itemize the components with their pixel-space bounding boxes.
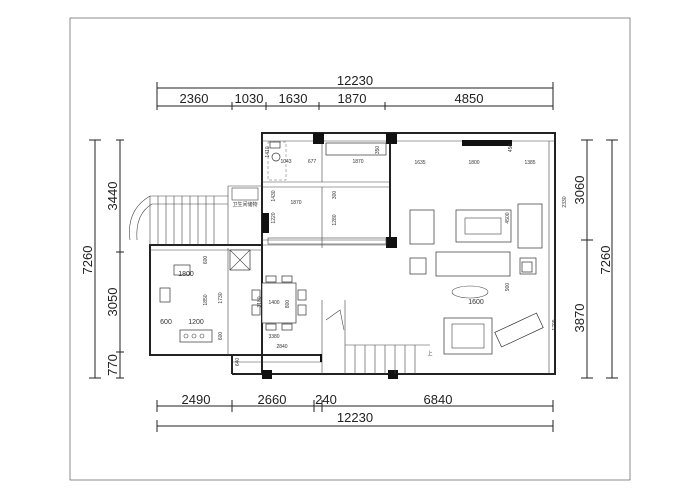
bottom-overall-dim: 12230	[337, 410, 373, 425]
stair-up-mark: 上	[427, 350, 432, 357]
left-overall-dim: 7260	[80, 246, 95, 275]
label-1850: 1850	[203, 294, 209, 305]
dining-table	[261, 282, 297, 324]
armchair-left	[409, 209, 435, 245]
drawing-frame	[69, 17, 631, 481]
label-hall-1870: 1870	[352, 159, 363, 165]
furniture	[159, 140, 544, 362]
label-2840: 2840	[276, 344, 287, 350]
label-mid-1870: 1870	[290, 200, 301, 206]
label-1799: 1799	[552, 319, 558, 330]
top-dim-seg-5: 4850	[455, 91, 484, 106]
label-640: 640	[235, 358, 241, 367]
label-450: 450	[508, 144, 514, 153]
top-dim-seg-1: 2360	[180, 91, 209, 106]
top-dim-seg-3: 1630	[279, 91, 308, 106]
label-tiny-note: 卫生间储物	[232, 201, 257, 208]
label-1430: 1430	[271, 190, 277, 201]
structural-columns	[262, 133, 398, 379]
label-350: 350	[375, 146, 381, 155]
left-dimension-group: 7260 3440 3050 770	[80, 139, 124, 379]
tv-cabinet	[443, 317, 493, 355]
label-1385: 1385	[524, 160, 535, 166]
label-1410: 1410	[265, 146, 271, 157]
interior-stair	[325, 309, 430, 374]
label-1730: 1730	[218, 292, 224, 303]
piano	[494, 312, 544, 348]
label-k-1800: 1800	[178, 271, 194, 278]
label-1635: 1635	[414, 160, 425, 166]
label-4500: 4500	[505, 212, 511, 223]
label-1800: 1800	[468, 160, 479, 166]
label-k-600-top: 600	[203, 256, 209, 265]
sofa	[435, 251, 511, 277]
top-dim-seg-2: 1030	[235, 91, 264, 106]
label-1220: 1220	[271, 212, 277, 223]
walls	[149, 132, 556, 375]
label-3380: 3380	[268, 334, 279, 340]
bottom-dim-seg-2: 2660	[258, 392, 287, 407]
label-2330: 2330	[562, 196, 568, 207]
top-dim-seg-4: 1870	[338, 91, 367, 106]
label-1400: 1400	[268, 300, 279, 306]
label-1280: 1280	[332, 214, 338, 225]
top-overall-dim: 12230	[337, 73, 373, 88]
bottom-dim-seg-3: 240	[315, 392, 337, 407]
interior-labels: 1410 1043 677 1870 350 1635 1800 1385 45…	[160, 144, 568, 367]
right-overall-dim: 7260	[598, 246, 613, 275]
left-dim-seg-2: 3050	[105, 288, 120, 317]
label-1600: 1600	[468, 299, 484, 306]
left-dim-seg-1: 3440	[105, 182, 120, 211]
label-k-600-bot: 600	[218, 332, 224, 341]
label-800: 800	[285, 300, 291, 309]
armchair-right	[517, 203, 543, 249]
toilet-icon	[271, 152, 281, 162]
exterior-stair	[129, 195, 228, 245]
label-1200: 1200	[188, 319, 204, 326]
label-k-600-left: 600	[160, 319, 172, 326]
right-dim-seg-1: 3060	[572, 176, 587, 205]
left-dim-seg-3: 770	[105, 354, 120, 376]
coffee-table	[455, 209, 512, 243]
bottom-dim-seg-1: 2490	[182, 392, 211, 407]
right-dimension-group: 3060 3870 7260	[572, 139, 618, 379]
top-dimension-group: 12230 2360 1030 1630 1870 4850	[156, 73, 554, 110]
label-1043: 1043	[280, 159, 291, 165]
bottom-dimension-group: 2490 2660 240 6840 12230	[156, 392, 554, 432]
label-3180: 3180	[257, 296, 263, 307]
label-900: 900	[505, 283, 511, 292]
label-677: 677	[308, 159, 317, 165]
bottom-dim-seg-4: 6840	[424, 392, 453, 407]
label-300: 300	[332, 191, 338, 200]
right-dim-seg-2: 3870	[572, 304, 587, 333]
